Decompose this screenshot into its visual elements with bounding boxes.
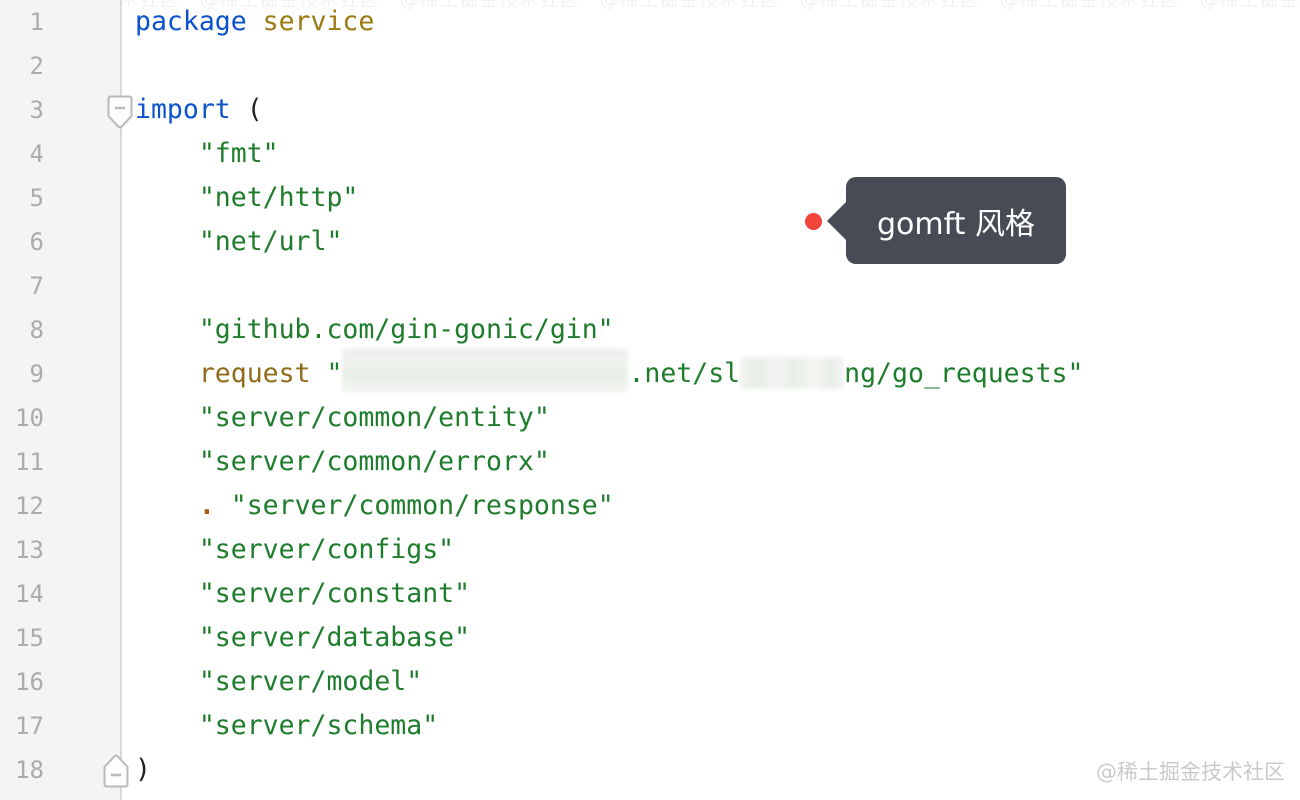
line-number: 15	[15, 624, 44, 652]
annotation-bubble: gomft 风格	[827, 177, 1066, 264]
code-token: "net/http"	[198, 182, 359, 213]
code-token	[135, 622, 199, 653]
code-token	[215, 490, 231, 521]
code-token	[135, 578, 199, 609]
code-token	[135, 666, 199, 697]
line-number: 4	[29, 140, 44, 168]
fold-start-icon[interactable]	[107, 95, 133, 135]
code-token: "server/common/errorx"	[198, 446, 550, 477]
code-line[interactable]: "server/model"	[124, 660, 1300, 704]
code-token: (	[230, 94, 263, 125]
code-line[interactable]: "net/url"	[124, 220, 1300, 264]
code-token	[135, 138, 199, 169]
code-token: import	[135, 94, 231, 125]
code-token: ng/go_requests"	[844, 358, 1084, 389]
line-number: 14	[15, 580, 44, 608]
line-number: 17	[15, 712, 44, 740]
code-token	[135, 226, 199, 257]
code-area[interactable]: package service import ( "fmt" "net/http"…	[124, 0, 1300, 792]
annotation-label: gomft 风格	[877, 206, 1035, 242]
bubble-arrow-icon	[827, 200, 847, 241]
code-line[interactable]: package service	[124, 0, 1300, 44]
code-token	[135, 182, 199, 213]
fold-end-icon[interactable]	[103, 750, 129, 788]
line-number: 3	[29, 96, 44, 124]
code-token	[135, 358, 199, 389]
code-token: "server/schema"	[198, 710, 439, 741]
line-number: 7	[29, 272, 44, 300]
code-line[interactable]: )	[124, 748, 1300, 792]
line-number: 1	[29, 8, 44, 36]
redacted-blur-patch	[740, 356, 845, 389]
code-line[interactable]: import (	[124, 88, 1300, 132]
annotation-red-dot-icon	[805, 213, 822, 230]
code-token: "server/configs"	[198, 534, 455, 565]
code-line[interactable]: request " .net/sl ng/go_requests"	[124, 349, 1300, 396]
line-number: 18	[15, 756, 44, 784]
code-line[interactable]: "server/constant"	[124, 572, 1300, 616]
code-line[interactable]: "server/schema"	[124, 704, 1300, 748]
code-line[interactable]: "github.com/gin-gonic/gin"	[124, 308, 1300, 352]
code-token: package	[135, 6, 247, 37]
code-token: "server/constant"	[198, 578, 471, 609]
redacted-blur-patch	[342, 349, 629, 392]
code-token	[135, 490, 199, 521]
code-token: "fmt"	[198, 138, 279, 169]
line-number: 6	[29, 228, 44, 256]
code-token: "server/common/response"	[230, 490, 614, 521]
code-line[interactable]	[124, 264, 1300, 308]
code-token: "server/common/entity"	[198, 402, 550, 433]
line-number: 11	[15, 448, 44, 476]
code-token: "server/database"	[198, 622, 471, 653]
code-token: service	[262, 6, 375, 37]
code-token	[135, 402, 199, 433]
code-token	[135, 446, 199, 477]
juejin-watermark: @稀土掘金技术社区	[1096, 760, 1285, 784]
code-token	[135, 710, 199, 741]
code-token: "github.com/gin-gonic/gin"	[198, 314, 614, 345]
code-line[interactable]: "server/configs"	[124, 528, 1300, 572]
code-token	[135, 534, 199, 565]
line-number: 8	[29, 316, 44, 344]
code-token: .net/sl	[628, 358, 741, 389]
line-number: 13	[15, 536, 44, 564]
line-number: 10	[15, 404, 44, 432]
code-line[interactable]: . "server/common/response"	[124, 484, 1300, 528]
code-line[interactable]: "server/common/errorx"	[124, 440, 1300, 484]
line-number: 9	[29, 360, 44, 388]
code-token: request	[198, 358, 311, 389]
code-line[interactable]: "server/database"	[124, 616, 1300, 660]
code-token	[247, 6, 263, 37]
code-token	[311, 358, 327, 389]
line-number: 16	[15, 668, 44, 696]
code-line[interactable]: "net/http"	[124, 176, 1300, 220]
line-number: 2	[29, 52, 44, 80]
code-token: "net/url"	[198, 226, 343, 257]
code-line[interactable]: "server/common/entity"	[124, 396, 1300, 440]
line-number: 5	[29, 184, 44, 212]
code-line[interactable]: "fmt"	[124, 132, 1300, 176]
line-number: 12	[15, 492, 44, 520]
code-line[interactable]	[124, 44, 1300, 88]
code-token: .	[198, 490, 215, 521]
code-token: )	[135, 754, 151, 785]
code-token: "	[326, 358, 343, 389]
code-token: "server/model"	[198, 666, 423, 697]
code-token	[135, 314, 199, 345]
